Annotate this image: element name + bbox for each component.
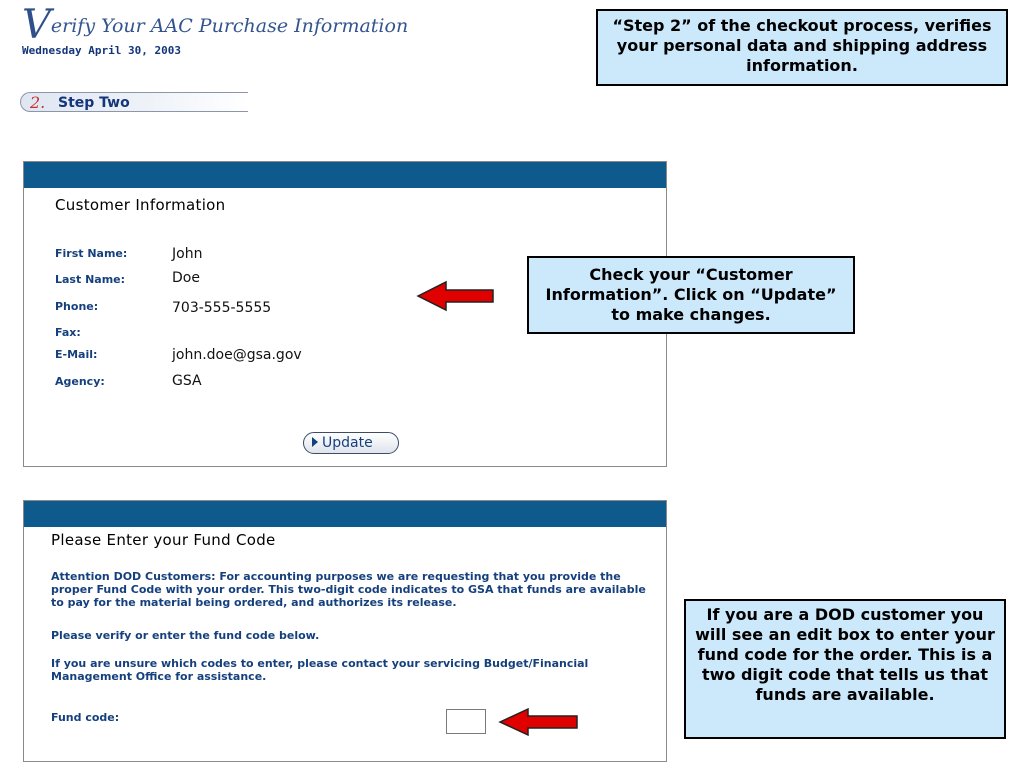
- fund-code-label: Fund code:: [51, 711, 120, 724]
- first-name-label: First Name:: [55, 247, 128, 260]
- callout-fund-code-text: If you are a DOD customer you will see a…: [695, 605, 995, 704]
- fund-code-panel: Please Enter your Fund Code Attention DO…: [23, 500, 667, 762]
- callout-fund-code: If you are a DOD customer you will see a…: [684, 599, 1006, 739]
- page-date: Wednesday April 30, 2003: [22, 44, 181, 57]
- customer-info-heading: Customer Information: [55, 196, 226, 214]
- fund-code-header-bar: [24, 501, 666, 527]
- last-name-value: Doe: [172, 270, 200, 286]
- callout-customer-info: Check your “Customer Information”. Click…: [527, 256, 855, 334]
- callout-customer-info-text: Check your “Customer Information”. Click…: [545, 265, 837, 324]
- step-label: Step Two: [58, 95, 130, 111]
- step-pill: [20, 92, 248, 112]
- phone-label: Phone:: [55, 300, 99, 313]
- customer-info-header-bar: [24, 162, 666, 188]
- step-indicator: 2. Step Two: [20, 88, 250, 116]
- callout-step2-text: “Step 2” of the checkout process, verifi…: [612, 16, 992, 75]
- fund-code-paragraph-attention: Attention DOD Customers: For accounting …: [51, 570, 646, 609]
- left-arrow-icon: [416, 280, 494, 312]
- first-name-value: John: [172, 246, 203, 262]
- callout-step2: “Step 2” of the checkout process, verifi…: [596, 9, 1008, 86]
- fax-label: Fax:: [55, 326, 81, 339]
- update-button[interactable]: Update: [303, 432, 399, 454]
- email-value: john.doe@gsa.gov: [172, 347, 302, 363]
- fund-code-paragraph-unsure: If you are unsure which codes to enter, …: [51, 657, 589, 683]
- step-number: 2.: [30, 93, 46, 112]
- page-title: Verify Your AAC Purchase Information: [22, 5, 409, 45]
- last-name-label: Last Name:: [55, 273, 126, 286]
- page-title-text: erify Your AAC Purchase Information: [50, 15, 409, 37]
- fund-code-input[interactable]: [446, 709, 486, 734]
- play-arrow-icon: [312, 437, 318, 447]
- fund-code-paragraph-verify: Please verify or enter the fund code bel…: [51, 629, 320, 642]
- update-button-label: Update: [322, 435, 373, 451]
- phone-value: 703-555-5555: [172, 300, 272, 316]
- page-title-initial: V: [22, 2, 51, 48]
- agency-value: GSA: [172, 373, 202, 389]
- fund-code-heading: Please Enter your Fund Code: [51, 531, 276, 549]
- agency-label: Agency:: [55, 375, 105, 388]
- left-arrow-icon: [498, 707, 578, 737]
- email-label: E-Mail:: [55, 348, 98, 361]
